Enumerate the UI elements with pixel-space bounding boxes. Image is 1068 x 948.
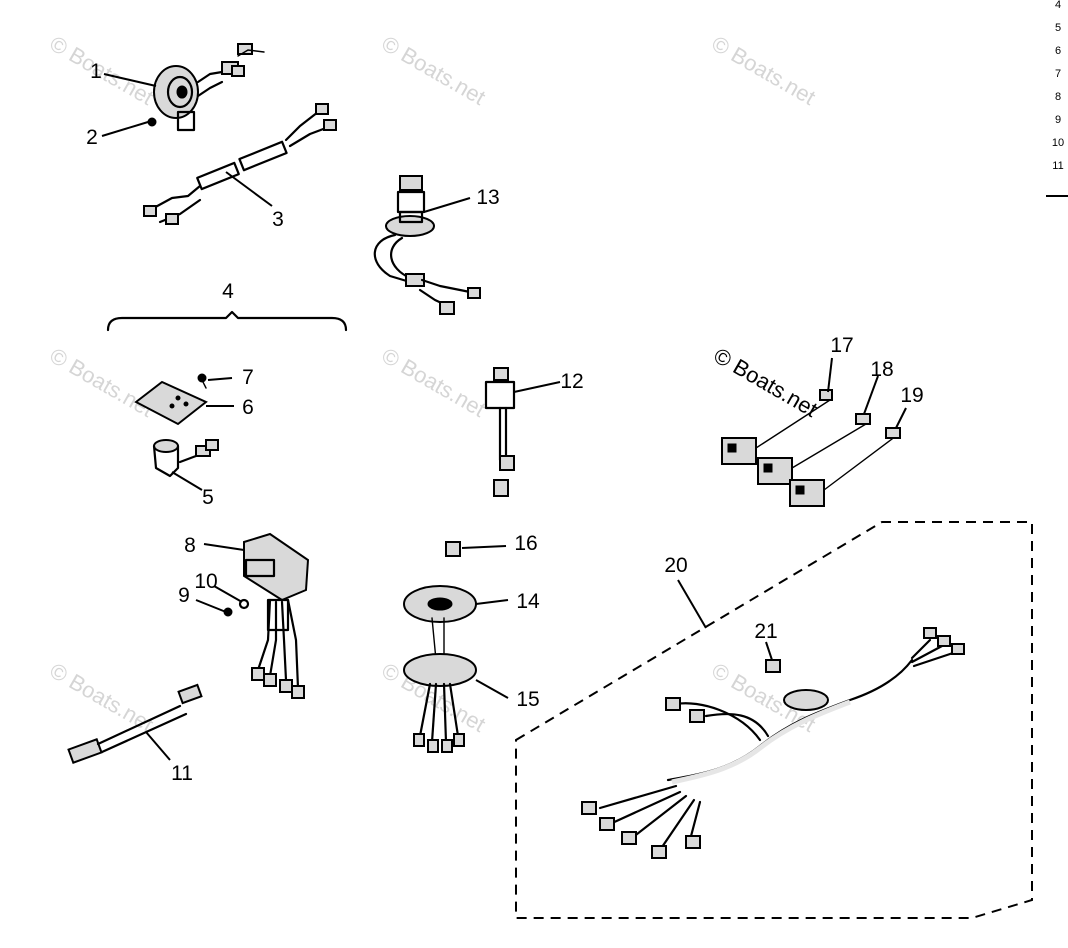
- callout-2: 2: [86, 126, 98, 149]
- callout-20: 20: [664, 554, 687, 577]
- watermark: © Boats.net: [378, 343, 490, 422]
- part-16-screw[interactable]: [445, 541, 461, 557]
- callout-14: 14: [516, 590, 540, 613]
- callout-18: 18: [870, 358, 893, 381]
- part-19-wire[interactable]: [789, 427, 901, 507]
- part-3-lead-wire[interactable]: [143, 103, 337, 225]
- part-20-region: [515, 521, 1033, 919]
- side-index-item: 7: [1055, 68, 1061, 80]
- side-index-item: 8: [1055, 91, 1061, 103]
- side-index-item: 5: [1055, 22, 1061, 34]
- callout-13: 13: [476, 186, 499, 209]
- part-1-buzzer[interactable]: [153, 43, 265, 132]
- callout-4: 4: [222, 280, 234, 303]
- callout-6: 6: [242, 396, 254, 419]
- side-index-item: 6: [1055, 45, 1061, 57]
- part-8-junction-box[interactable]: [243, 532, 310, 699]
- side-index-item: 4: [1055, 0, 1061, 11]
- part-13-main-switch[interactable]: [373, 175, 481, 315]
- part-10-washer[interactable]: [238, 598, 250, 610]
- part-20-main-harness[interactable]: [581, 627, 965, 859]
- watermark-dark: © Boats.net: [710, 343, 822, 422]
- callout-21: 21: [754, 620, 777, 643]
- watermark: © Boats.net: [708, 31, 820, 110]
- callout-19: 19: [900, 384, 923, 407]
- callouts: 1 2 3 4 5 6 7 8 9 10 11 12 13 14 15 16 1…: [86, 60, 924, 785]
- part-5-sensor[interactable]: [152, 439, 219, 478]
- callout-17: 17: [830, 334, 853, 357]
- leader-lines: [101, 73, 907, 761]
- watermark: © Boats.net: [378, 31, 490, 110]
- part-4-bracket: [106, 310, 348, 332]
- part-7-screw[interactable]: [197, 373, 207, 389]
- callout-12: 12: [560, 370, 583, 393]
- part-18-wire[interactable]: [757, 413, 871, 485]
- watermark: © Boats.net: [46, 343, 158, 422]
- part-2-screw[interactable]: [147, 117, 157, 127]
- part-14-meter[interactable]: [403, 585, 477, 661]
- side-index-item: 11: [1052, 160, 1063, 172]
- callout-7: 7: [242, 366, 254, 389]
- callout-3: 3: [272, 208, 284, 231]
- callout-1: 1: [90, 60, 102, 83]
- part-12-toggle-switch[interactable]: [484, 367, 516, 497]
- callout-15: 15: [516, 688, 539, 711]
- side-index-item: 10: [1052, 137, 1064, 149]
- callout-9: 9: [178, 584, 190, 607]
- part-11-cable[interactable]: [67, 683, 203, 764]
- callout-11: 11: [171, 762, 193, 785]
- part-17-wire[interactable]: [721, 389, 833, 465]
- callout-10: 10: [194, 570, 217, 593]
- callout-5: 5: [202, 486, 214, 509]
- side-index-item: 9: [1055, 114, 1061, 126]
- part-6-plate[interactable]: [134, 380, 208, 426]
- side-index: 4 5 6 7 8 9 10 11: [1046, 0, 1068, 197]
- part-21-fuse[interactable]: [765, 659, 781, 673]
- callout-8: 8: [184, 534, 196, 557]
- part-15-plate[interactable]: [403, 653, 477, 753]
- callout-16: 16: [514, 532, 537, 555]
